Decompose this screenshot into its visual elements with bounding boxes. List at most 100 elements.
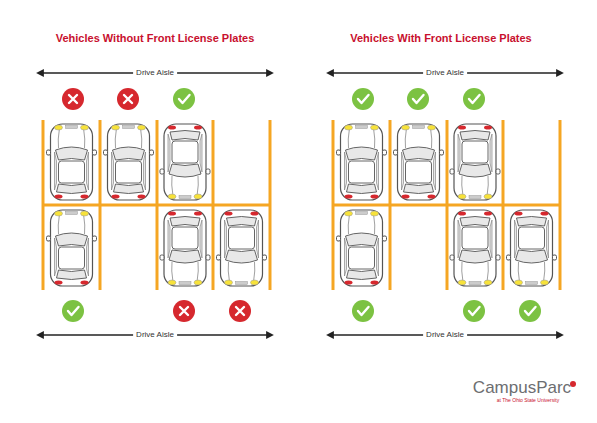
icon-circle — [352, 88, 374, 110]
roof — [349, 247, 375, 269]
windshield — [113, 147, 145, 160]
taillight — [55, 195, 63, 199]
taillight — [484, 212, 492, 216]
headlight — [484, 280, 492, 285]
check-mark — [413, 95, 424, 103]
icon-circle — [117, 88, 139, 110]
windshield — [169, 164, 201, 177]
side-window — [515, 220, 549, 258]
check-mark — [469, 307, 480, 315]
windshield — [459, 250, 491, 263]
mirror — [217, 255, 221, 260]
car-body — [108, 124, 150, 200]
headlight — [371, 211, 379, 216]
roof — [406, 161, 432, 183]
logo-subtext: at The Ohio State University — [497, 398, 559, 404]
windshield — [56, 233, 88, 246]
roof — [349, 161, 375, 183]
headlight — [138, 125, 146, 130]
check-mark — [179, 95, 190, 103]
mirror — [104, 150, 108, 155]
headlight — [345, 211, 353, 216]
taillight — [345, 195, 353, 199]
taillight — [515, 212, 523, 216]
taillight — [138, 195, 146, 199]
rear-window — [404, 184, 434, 194]
taillight — [168, 212, 176, 216]
headlight — [168, 280, 176, 285]
grille — [179, 282, 191, 285]
taillight — [371, 195, 379, 199]
icon-circle — [463, 300, 485, 322]
hood-line — [348, 214, 375, 234]
rear-window — [460, 217, 490, 227]
car-body — [511, 210, 553, 286]
headlight — [168, 194, 176, 199]
windshield — [346, 147, 378, 160]
roof — [59, 161, 85, 183]
taillight — [428, 195, 436, 199]
icon-circle — [352, 300, 374, 322]
icon-circle — [62, 300, 84, 322]
grille — [469, 282, 481, 285]
grille — [179, 196, 191, 199]
mirror — [337, 150, 341, 155]
taillight — [55, 281, 63, 285]
side-window — [168, 134, 202, 172]
side-window — [168, 220, 202, 258]
mirror — [160, 169, 164, 174]
taillight — [371, 281, 379, 285]
mirror — [93, 236, 97, 241]
car-body — [221, 210, 263, 286]
aisle-label: Drive Aisle — [423, 69, 467, 78]
headlight — [55, 211, 63, 216]
grille — [526, 282, 538, 285]
headlight — [112, 125, 120, 130]
icon-circle — [519, 300, 541, 322]
check-icon — [463, 88, 485, 110]
headlight — [402, 125, 410, 130]
taillight — [194, 212, 202, 216]
windshield — [459, 164, 491, 177]
side-window — [225, 220, 259, 258]
roof — [172, 227, 198, 249]
icon-circle — [407, 88, 429, 110]
taillight — [458, 126, 466, 130]
hood-line — [462, 262, 489, 282]
roof — [229, 227, 255, 249]
mirror — [507, 255, 511, 260]
cross-mark — [180, 307, 188, 315]
car-body — [51, 124, 93, 200]
icon-circle — [173, 300, 195, 322]
car — [450, 210, 500, 286]
rear-window — [57, 270, 87, 280]
check-icon — [173, 88, 195, 110]
hood-line — [348, 128, 375, 148]
rear-window — [170, 131, 200, 141]
roof — [59, 247, 85, 269]
rear-window — [347, 184, 377, 194]
headlight — [541, 280, 549, 285]
parking-panel — [40, 73, 270, 335]
cross-mark — [124, 95, 132, 103]
car — [337, 210, 387, 286]
car-body — [341, 124, 383, 200]
taillight — [541, 212, 549, 216]
side-window — [112, 152, 146, 190]
windshield — [346, 233, 378, 246]
roof — [462, 227, 488, 249]
mirror — [93, 150, 97, 155]
side-window — [55, 238, 89, 276]
grille — [356, 212, 368, 215]
cross-mark — [69, 95, 77, 103]
aisle-label: Drive Aisle — [133, 69, 177, 78]
mirror — [150, 150, 154, 155]
check-mark — [358, 95, 369, 103]
check-icon — [352, 300, 374, 322]
check-icon — [352, 88, 374, 110]
cross-icon — [62, 88, 84, 110]
headlight — [484, 194, 492, 199]
car — [337, 124, 387, 200]
